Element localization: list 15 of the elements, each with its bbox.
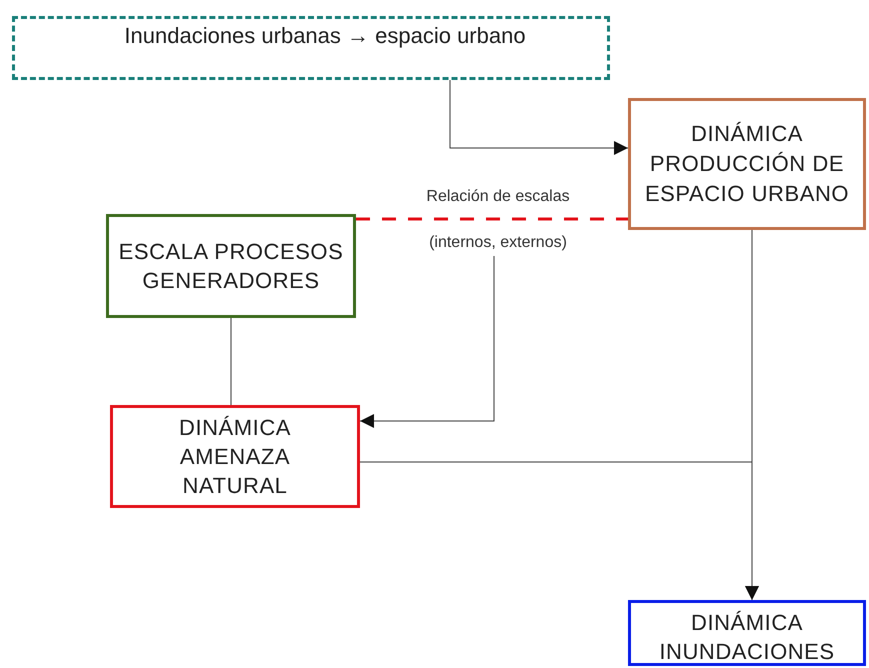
edge-note: (internos, externos) <box>429 233 567 253</box>
box-label: DINÁMICA INUNDACIONES <box>658 609 836 666</box>
process-box <box>110 405 360 508</box>
process-box <box>628 98 866 230</box>
box-label: Inundaciones urbanas → espacio urbano <box>124 22 526 50</box>
process-box <box>106 214 356 318</box>
connector-arrow <box>360 256 494 428</box>
box-label: DINÁMICA PRODUCCIÓN DE ESPACIO URBANO <box>644 120 850 208</box>
process-box <box>628 600 866 666</box>
dashed-connector <box>356 218 628 220</box>
box-label: DINÁMICA AMENAZA NATURAL <box>178 414 292 500</box>
box-label: ESCALA PROCESOS GENERADORES <box>118 238 344 295</box>
connector-arrow <box>360 462 759 600</box>
dashed-box <box>12 16 610 80</box>
connector-arrow <box>450 80 628 155</box>
